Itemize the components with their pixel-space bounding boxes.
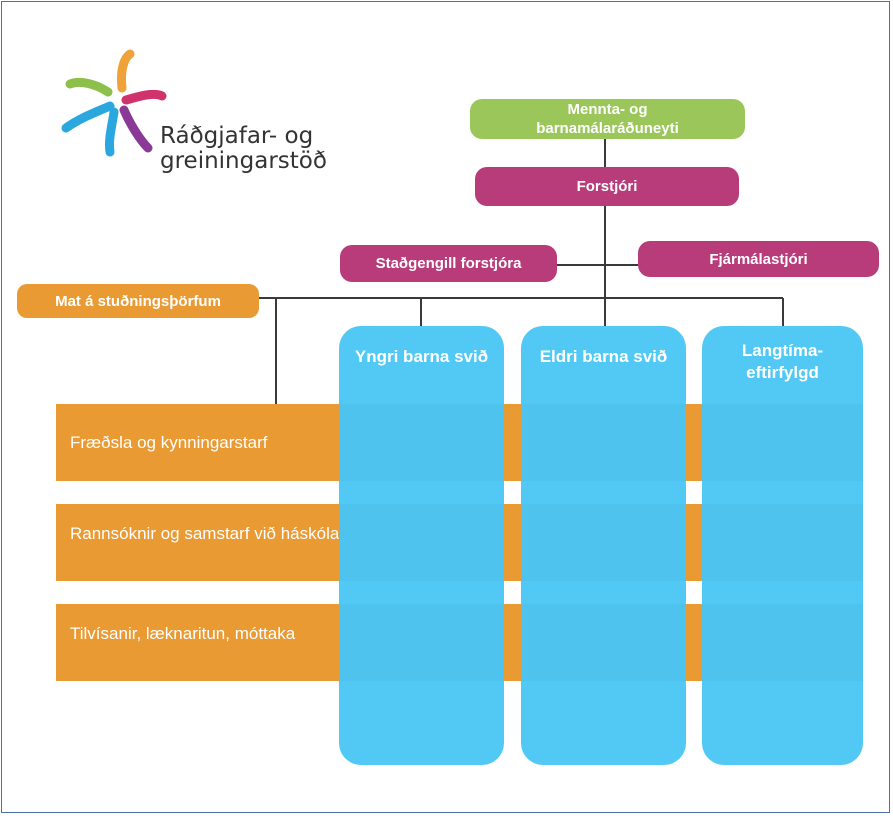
band-label-research: Rannsóknir og samstarf við háskóla: [70, 524, 340, 543]
logo-flower-icon: [61, 49, 167, 157]
cfo-label: Fjármálastjóri: [709, 250, 808, 268]
deputy-label: Staðgengill forstjóra: [375, 255, 522, 272]
band-overlay: [339, 504, 504, 581]
cfo-box: Fjármálastjóri: [638, 241, 879, 277]
logo-line-1: Ráðgjafar- og: [160, 123, 314, 149]
ministry-label: Mennta- og barnamálaráðuneyti: [536, 101, 679, 137]
band-overlay: [702, 404, 863, 481]
deputy-box: Staðgengill forstjóra: [340, 245, 557, 282]
band-label-education: Fræðsla og kynningarstarf: [70, 433, 268, 452]
assessment-label: Mat á stuðningsþörfum: [55, 292, 221, 310]
logo-line-2: greiningarstöð: [160, 148, 327, 174]
band-overlay: [339, 604, 504, 681]
band-overlay: [339, 404, 504, 481]
band-overlay: [521, 404, 686, 481]
band-overlay: [521, 504, 686, 581]
assessment-box: Mat á stuðningsþörfum: [17, 284, 259, 318]
director-box: Forstjóri: [475, 167, 739, 206]
ministry-box: Mennta- og barnamálaráðuneyti: [470, 99, 745, 139]
column-label-younger: Yngri barna svið: [354, 347, 489, 366]
band-overlay: [702, 604, 863, 681]
column-label-older: Eldri barna svið: [539, 347, 668, 366]
band-label-referrals: Tilvísanir, læknaritun, móttaka: [70, 624, 296, 643]
logo-wordmark: Ráðgjafar- og greiningarstöð: [160, 124, 327, 174]
director-label: Forstjóri: [576, 178, 638, 195]
column-label-long-term: Langtíma-eftirfylgd: [741, 341, 824, 382]
band-overlay: [702, 504, 863, 581]
band-overlay: [521, 604, 686, 681]
